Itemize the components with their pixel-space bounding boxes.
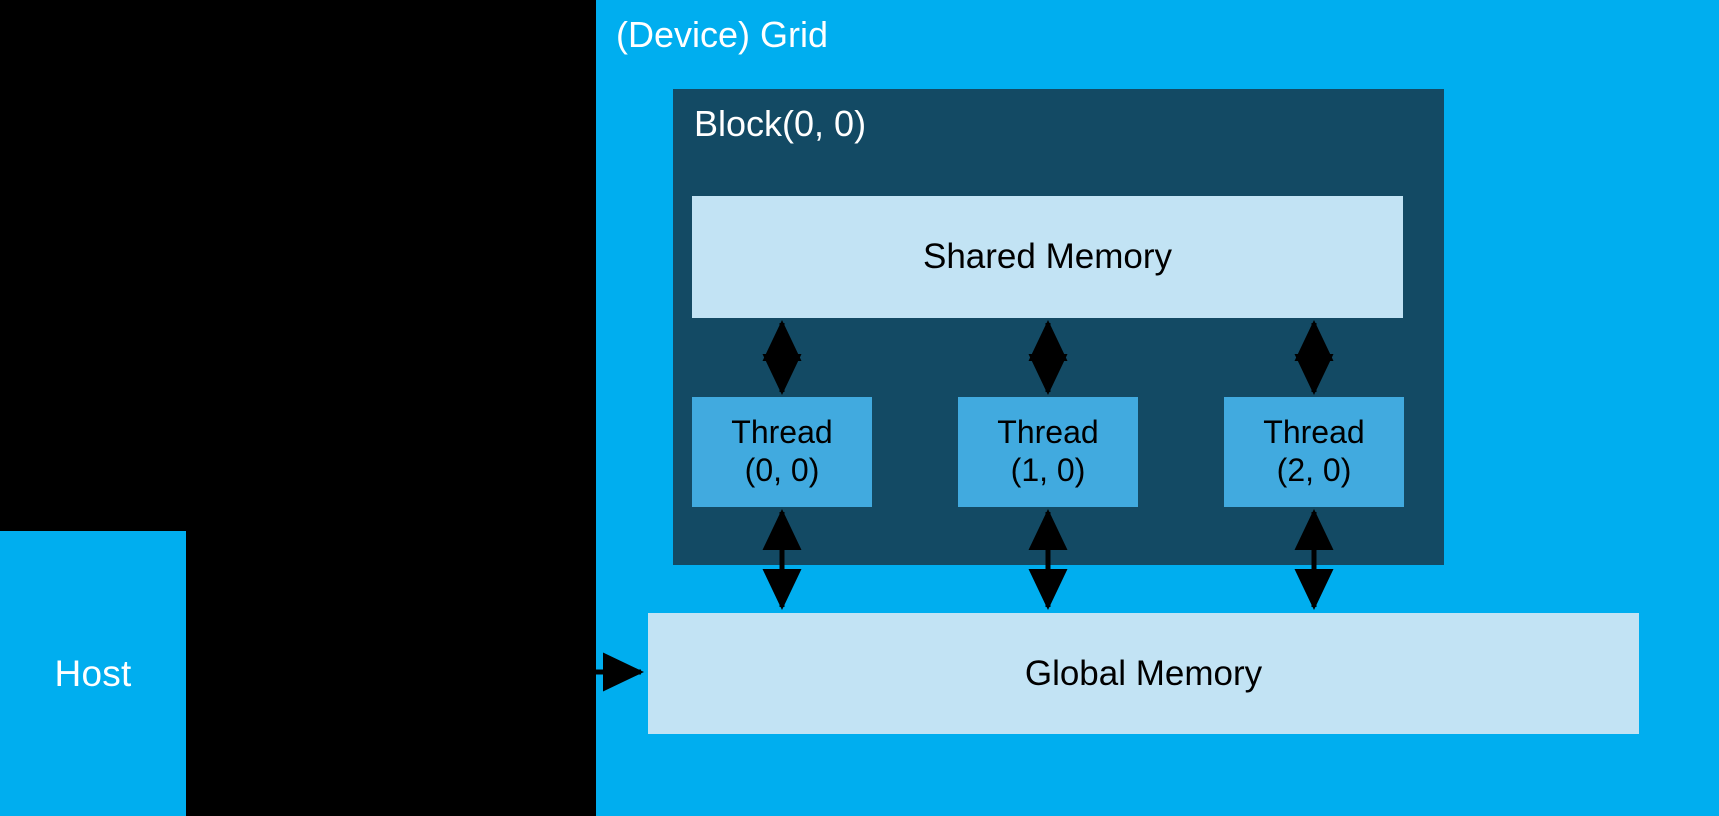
thread-box-0-0: Thread (0, 0) xyxy=(692,397,872,507)
shared-memory-label: Shared Memory xyxy=(923,237,1172,276)
thread-name: Thread xyxy=(731,414,833,451)
thread-index: (0, 0) xyxy=(744,452,820,488)
host-label: Host xyxy=(54,652,132,694)
device-grid-box: (Device) Grid Block(0, 0) Shared Memory … xyxy=(596,0,1719,816)
shared-memory-box: Shared Memory xyxy=(692,196,1403,318)
thread-box-1-0: Thread (1, 0) xyxy=(958,397,1138,507)
thread-box-2-0: Thread (2, 0) xyxy=(1224,397,1404,507)
thread-index: (2, 0) xyxy=(1276,452,1352,488)
thread-index: (1, 0) xyxy=(1010,452,1086,488)
device-grid-label: (Device) Grid xyxy=(616,14,829,55)
host-box: Host xyxy=(0,531,186,816)
thread-name: Thread xyxy=(997,414,1099,451)
global-memory-label: Global Memory xyxy=(1024,653,1263,693)
block-label: Block(0, 0) xyxy=(694,103,867,144)
thread-name: Thread xyxy=(1263,414,1365,451)
global-memory-box: Global Memory xyxy=(648,613,1639,734)
block-box: Block(0, 0) Shared Memory Thread (0, 0) … xyxy=(673,89,1444,565)
